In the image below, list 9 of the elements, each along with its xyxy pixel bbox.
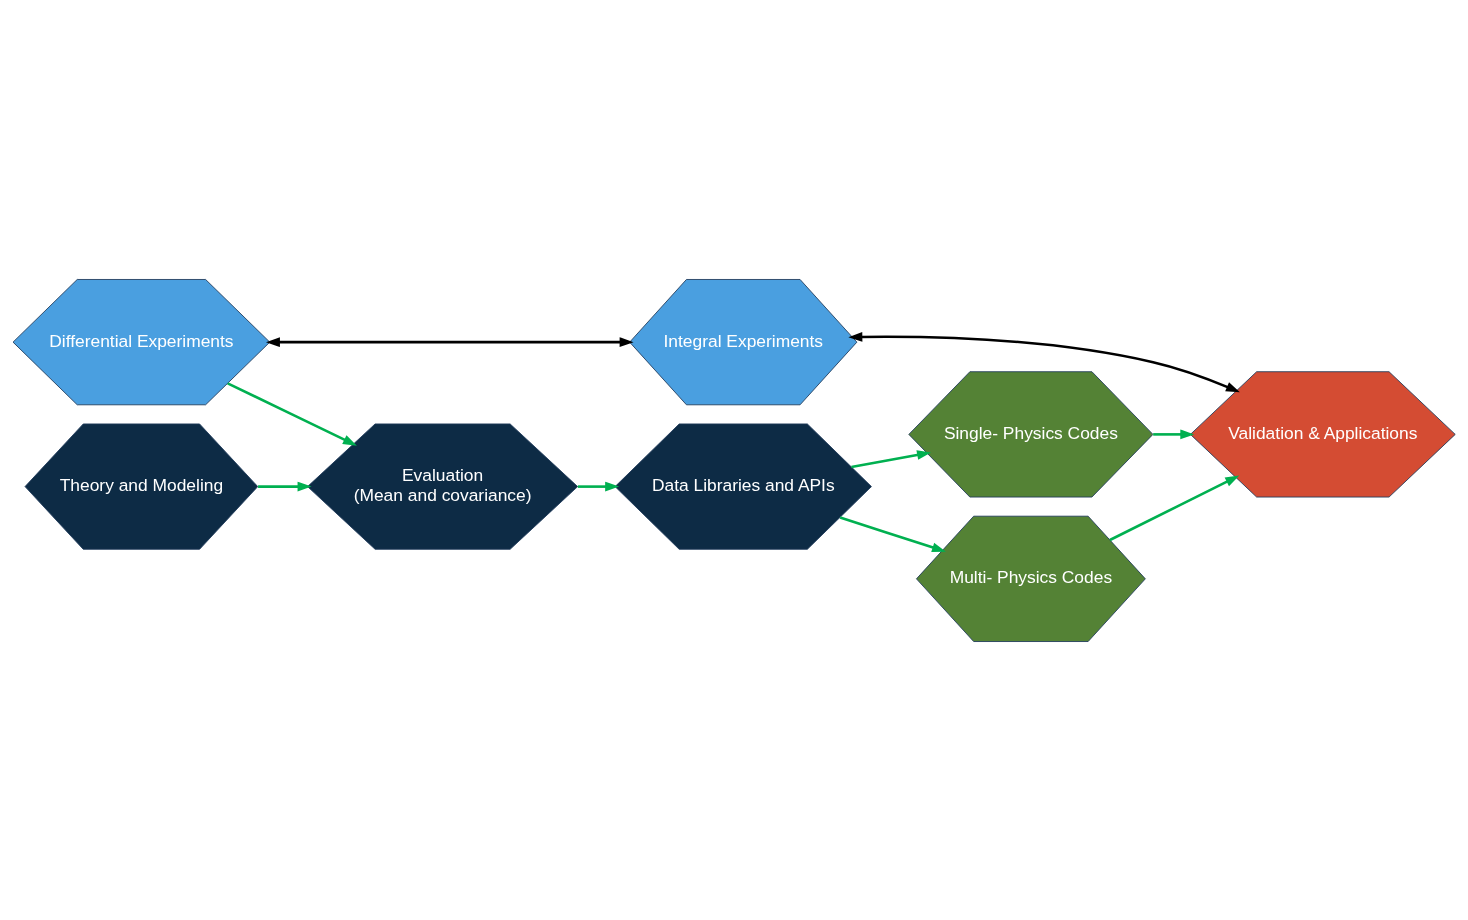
arrow: [227, 381, 357, 446]
arrow: [265, 336, 634, 347]
arrow: [258, 481, 312, 491]
arrow: [839, 515, 946, 552]
arrow: [1109, 475, 1240, 541]
arrow: [577, 481, 620, 491]
arrow: [1153, 429, 1195, 439]
arrow: [851, 449, 932, 468]
arrow: [848, 331, 1240, 392]
